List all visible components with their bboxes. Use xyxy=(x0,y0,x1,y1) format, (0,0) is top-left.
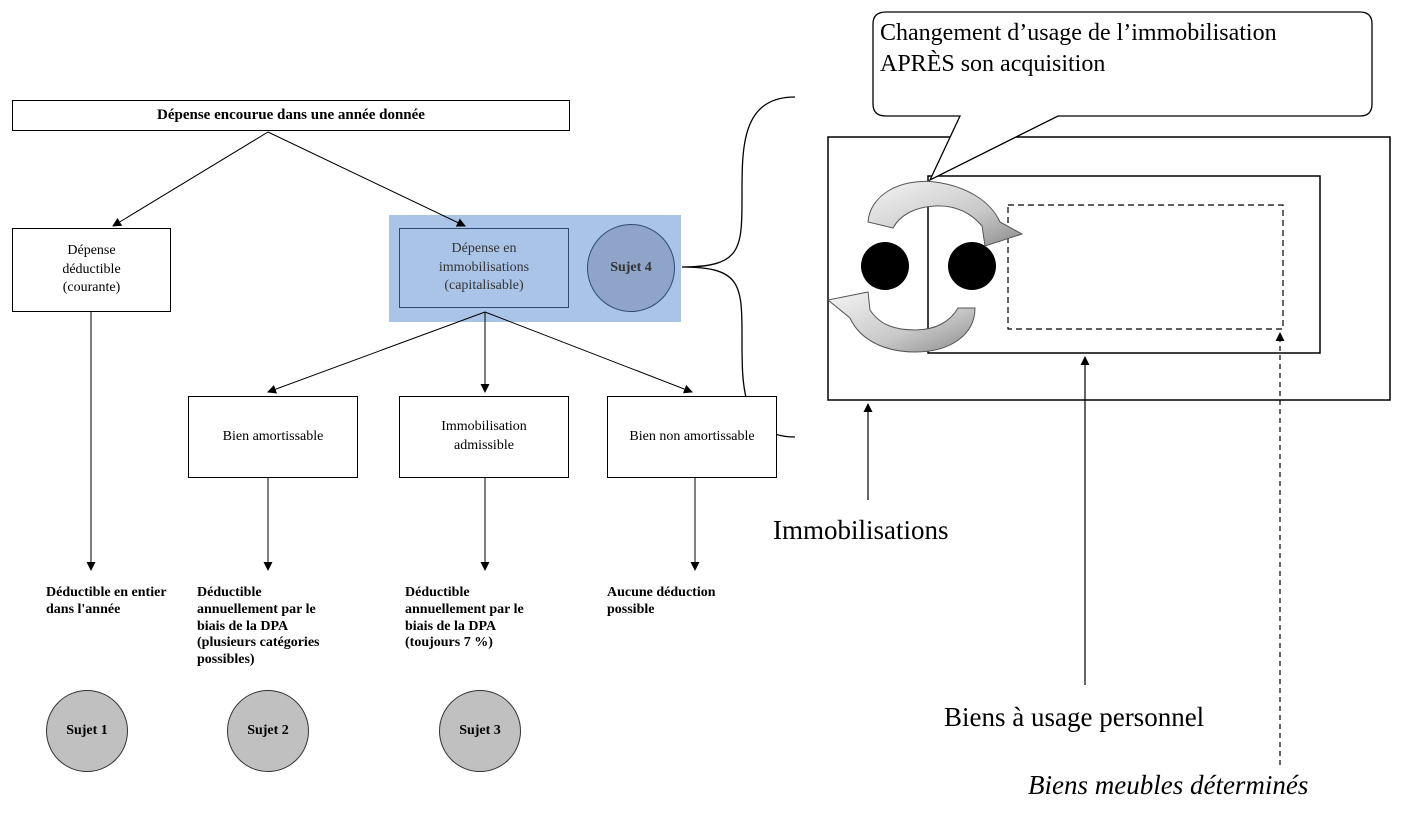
biens-meubles-label: Biens meubles déterminés xyxy=(1028,770,1309,800)
root-label: Dépense encourue dans une année donnée xyxy=(157,107,425,124)
result-3-line: annuellement par le xyxy=(405,601,524,617)
dot-left xyxy=(861,242,909,290)
capital-box: Dépense en immobilisations (capitalisabl… xyxy=(399,228,569,308)
callout-line-2: APRÈS son acquisition xyxy=(880,50,1106,77)
arrow-capital-right xyxy=(484,311,693,394)
bien-amortissable-label: Bien amortissable xyxy=(222,428,324,444)
sujet-3-circle: Sujet 3 xyxy=(439,690,521,772)
arrow-capital-left xyxy=(267,311,486,394)
result-2-line: biais de la DPA xyxy=(197,618,289,634)
result-2-line: Déductible xyxy=(197,585,262,600)
bien-amortissable-box: Bien amortissable xyxy=(188,396,358,478)
result-4-line: Aucune déduction xyxy=(607,585,716,600)
bien-non-amortissable-label: Bien non amortissable xyxy=(629,428,755,444)
callout-text: Changement d’usage de l’immobilisation A… xyxy=(880,18,1277,79)
result-2-line: annuellement par le xyxy=(197,601,316,617)
result-3: Déductible annuellement par le biais de … xyxy=(405,585,524,652)
result-2: Déductible annuellement par le biais de … xyxy=(197,585,319,669)
capital-line-2: immobilisations xyxy=(438,259,530,275)
result-2-line: possibles) xyxy=(197,652,255,668)
immobilisations-label: Immobilisations xyxy=(773,515,949,545)
root-box: Dépense encourue dans une année donnée xyxy=(12,100,570,131)
sujet-4-label: Sujet 4 xyxy=(610,260,652,275)
result-1: Déductible en entier dans l'année xyxy=(46,585,167,619)
result-3-line: Déductible xyxy=(405,585,470,600)
sujet-4-circle: Sujet 4 xyxy=(587,224,675,312)
sujet-2-label: Sujet 2 xyxy=(247,723,289,738)
capital-line-3: (capitalisable) xyxy=(444,278,524,294)
callout-line-1: Changement d’usage de l’immobilisation xyxy=(880,20,1277,46)
biens-personnels-label: Biens à usage personnel xyxy=(944,702,1205,732)
result-3-line: (toujours 7 %) xyxy=(405,635,493,651)
brace xyxy=(681,96,796,438)
result-1-line: Déductible en entier xyxy=(46,585,167,600)
capital-line-1: Dépense en xyxy=(451,240,517,256)
arrow-root-right xyxy=(267,131,466,227)
result-4-line: possible xyxy=(607,601,655,617)
result-2-line: (plusieurs catégories xyxy=(197,635,320,651)
sujet-2-circle: Sujet 2 xyxy=(227,690,309,772)
dot-right xyxy=(948,242,996,290)
sujet-1-label: Sujet 1 xyxy=(66,723,108,738)
sujet-1-circle: Sujet 1 xyxy=(46,690,128,772)
admissible-line-2: admissible xyxy=(454,438,514,453)
listed-property-rect xyxy=(1007,204,1284,330)
bien-non-amortissable-box: Bien non amortissable xyxy=(607,396,777,478)
curved-arrow-bottom xyxy=(826,291,976,353)
deductible-line-2: déductible xyxy=(62,261,121,277)
callout-shape xyxy=(872,11,1373,182)
result-1-line: dans l'année xyxy=(46,601,121,617)
deductible-box: Dépense déductible (courante) xyxy=(12,228,171,312)
curved-arrow-top xyxy=(867,180,1024,247)
sujet-3-label: Sujet 3 xyxy=(459,723,501,738)
result-4: Aucune déduction possible xyxy=(607,585,716,619)
arrow-root-left xyxy=(112,131,269,227)
deductible-line-1: Dépense xyxy=(67,242,116,258)
admissible-line-1: Immobilisation xyxy=(441,419,527,435)
result-3-line: biais de la DPA xyxy=(405,618,497,634)
immobilisation-admissible-box: Immobilisation admissible xyxy=(399,396,569,478)
deductible-line-3: (courante) xyxy=(62,280,121,296)
